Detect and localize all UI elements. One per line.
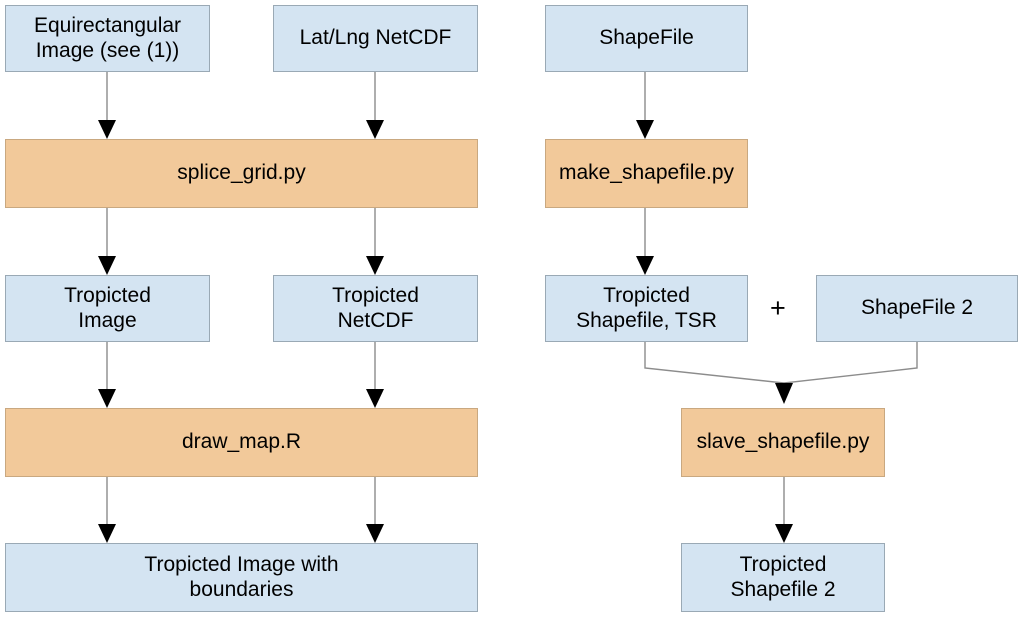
arrowhead-draw-map-to-output-left [98, 524, 116, 543]
node-latlng-netcdf-label: Lat/Lng NetCDF [299, 26, 452, 50]
node-slave-shapefile-py[interactable]: slave_shapefile.py [681, 408, 885, 477]
node-splice-grid-py[interactable]: splice_grid.py [5, 139, 478, 208]
node-make-shapefile-py-label: make_shapefile.py [558, 161, 735, 185]
plus-separator: + [770, 293, 786, 324]
arrowhead-splice-to-tropicted-image [98, 256, 116, 275]
arrowhead-equirectangular-to-splice [98, 120, 116, 139]
arrowhead-slave-shapefile-to-output [775, 524, 793, 543]
node-shapefile[interactable]: ShapeFile [545, 5, 748, 72]
arrowhead-merge-to-slave-shapefile [775, 383, 793, 404]
edge-shapefile2-merge [783, 342, 918, 384]
node-draw-map-r-label: draw_map.R [181, 430, 302, 454]
node-make-shapefile-py[interactable]: make_shapefile.py [545, 139, 748, 208]
arrowhead-latlng-to-splice [366, 120, 384, 139]
arrowhead-make-shapefile-to-tropicted-shapefile [636, 256, 654, 275]
arrowhead-shapefile-to-make-shapefile [636, 120, 654, 139]
node-latlng-netcdf[interactable]: Lat/Lng NetCDF [273, 5, 478, 72]
arrowhead-draw-map-to-output-right [366, 524, 384, 543]
node-shapefile-2-label: ShapeFile 2 [860, 296, 974, 320]
node-splice-grid-py-label: splice_grid.py [177, 161, 306, 185]
node-draw-map-r[interactable]: draw_map.R [5, 408, 478, 477]
node-shapefile-2[interactable]: ShapeFile 2 [816, 275, 1018, 342]
arrowhead-splice-to-tropicted-netcdf [366, 256, 384, 275]
node-shapefile-label: ShapeFile [599, 26, 694, 50]
plus-separator-label: + [770, 293, 786, 323]
edge-tropicted-shapefile-merge [644, 342, 785, 384]
node-slave-shapefile-py-label: slave_shapefile.py [696, 430, 870, 454]
arrowhead-tropicted-image-to-draw-map [98, 389, 116, 408]
arrowhead-tropicted-netcdf-to-draw-map [366, 389, 384, 408]
